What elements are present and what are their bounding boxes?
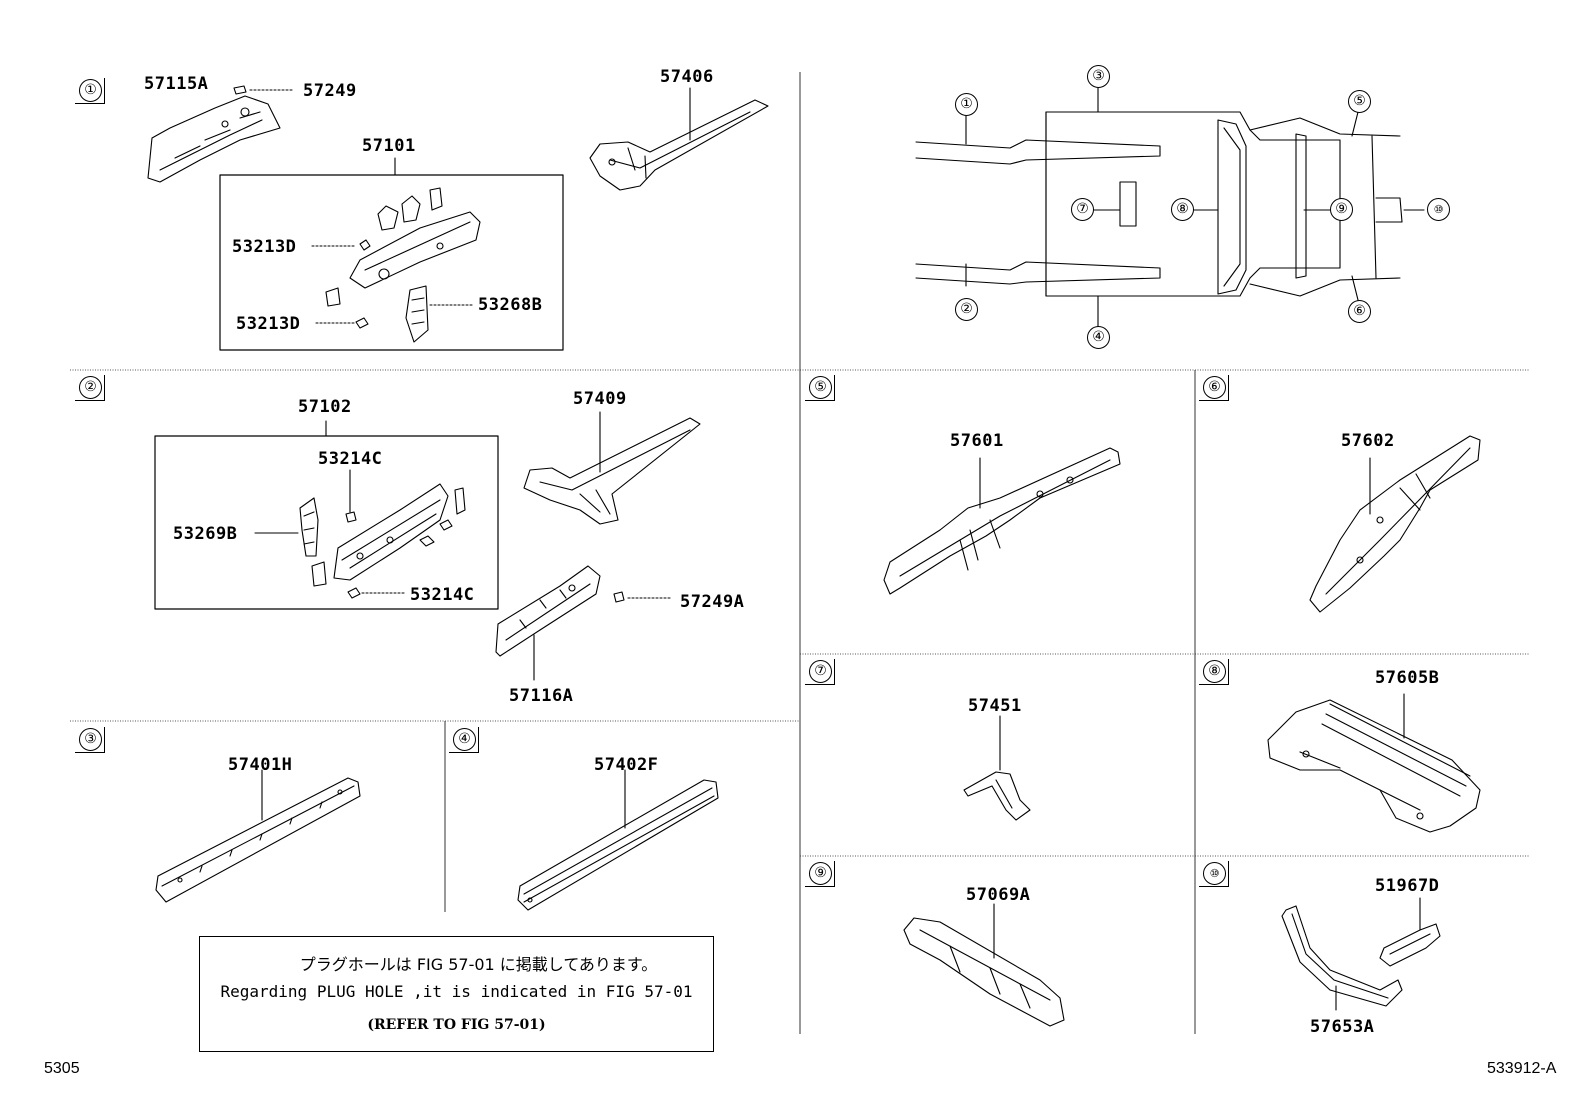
part-label-57653A[interactable]: 57653A [1310,1017,1375,1037]
section-6-marker: ⑥ [1199,375,1229,401]
part-57101-drawing [326,188,480,306]
section-8-number: ⑧ [1203,660,1226,683]
part-label-57601[interactable]: 57601 [950,431,1004,451]
part-57602-drawing [1310,436,1480,612]
overview-callout-9[interactable]: ⑨ [1330,198,1353,221]
section-10-marker: ⑩ [1199,861,1229,887]
part-51967D-drawing [1380,898,1440,966]
part-53269B-drawing [255,498,318,556]
overview-callout-1[interactable]: ① [955,93,978,116]
section-6-number: ⑥ [1203,376,1226,399]
section-3-number: ③ [79,728,102,751]
section-2-number: ② [79,376,102,399]
part-57653A-drawing [1282,906,1402,1010]
part-label-53213D-upper[interactable]: 53213D [232,237,297,257]
section-1-marker: ① [75,78,105,104]
part-label-53214C-upper[interactable]: 53214C [318,449,383,469]
overview-callout-2[interactable]: ② [955,298,978,321]
part-label-57102[interactable]: 57102 [298,397,352,417]
section-7-number: ⑦ [809,660,832,683]
note-reference[interactable]: (REFER TO FIG 57-01) [367,1017,546,1033]
section-3-marker: ③ [75,727,105,753]
part-57102-drawing [312,484,465,586]
part-label-57406[interactable]: 57406 [660,67,714,87]
part-label-57115A[interactable]: 57115A [144,74,209,94]
part-57605B-drawing [1268,694,1480,832]
illustration-id: 533912-A [1487,1060,1557,1077]
plug-hole-note: プラグホールは FIG 57-01 に掲載してあります。 Regarding P… [199,936,714,1052]
part-label-57101[interactable]: 57101 [362,136,416,156]
section-2-marker: ② [75,375,105,401]
overview-callout-4[interactable]: ④ [1087,326,1110,349]
section-10-number: ⑩ [1203,862,1226,885]
part-label-53268B[interactable]: 53268B [478,295,543,315]
overview-callout-6[interactable]: ⑥ [1348,300,1371,323]
overview-callout-3[interactable]: ③ [1087,65,1110,88]
overview-callout-7[interactable]: ⑦ [1071,198,1094,221]
part-57401H-drawing [156,770,360,902]
part-label-51967D[interactable]: 51967D [1375,876,1440,896]
section-5-marker: ⑤ [805,375,835,401]
part-57116A-drawing [496,566,600,680]
overview-drawing [916,88,1424,330]
part-label-57602[interactable]: 57602 [1341,431,1395,451]
part-57249-drawing [234,86,293,94]
part-53214C-drawing [346,470,405,598]
part-57115A-drawing [148,96,280,182]
note-line-japanese: プラグホールは FIG 57-01 に掲載してあります。 [299,955,658,974]
overview-callout-8[interactable]: ⑧ [1171,198,1194,221]
part-57402F-drawing [518,770,718,910]
part-53268B-drawing [406,286,472,342]
section-7-marker: ⑦ [805,659,835,685]
part-57409-drawing [524,412,700,524]
section-8-marker: ⑧ [1199,659,1229,685]
note-line-english: Regarding PLUG HOLE ,it is indicated in … [220,982,693,1001]
section-4-number: ④ [453,728,476,751]
part-57249A-drawing [614,592,672,602]
overview-callout-10[interactable]: ⑩ [1427,198,1450,221]
section-9-number: ⑨ [809,862,832,885]
page-code: 5305 [44,1060,80,1077]
part-label-57249[interactable]: 57249 [303,81,357,101]
part-57406-drawing [590,88,768,190]
part-label-57069A[interactable]: 57069A [966,885,1031,905]
section-1-number: ① [79,79,102,102]
section-5-number: ⑤ [809,376,832,399]
assembly-box-57102 [155,436,498,609]
part-label-57605B[interactable]: 57605B [1375,668,1440,688]
part-label-53269B[interactable]: 53269B [173,524,238,544]
part-57451-drawing [964,716,1030,820]
part-57601-drawing [884,448,1120,594]
part-label-57116A[interactable]: 57116A [509,686,574,706]
part-label-57402F[interactable]: 57402F [594,755,659,775]
part-57069A-drawing [904,904,1064,1026]
part-label-57409[interactable]: 57409 [573,389,627,409]
part-label-57249A[interactable]: 57249A [680,592,745,612]
part-label-57451[interactable]: 57451 [968,696,1022,716]
part-label-57401H[interactable]: 57401H [228,755,293,775]
section-4-marker: ④ [449,727,479,753]
overview-callout-5[interactable]: ⑤ [1348,90,1371,113]
part-label-53213D-lower[interactable]: 53213D [236,314,301,334]
section-9-marker: ⑨ [805,861,835,887]
assembly-box-57101 [220,175,563,350]
part-label-53214C-lower[interactable]: 53214C [410,585,475,605]
part-53213D-drawing [312,240,370,328]
